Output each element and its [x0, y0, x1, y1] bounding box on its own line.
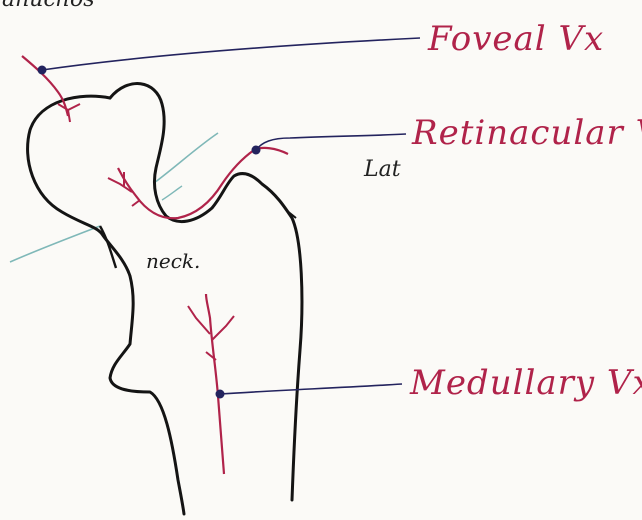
- medullary-branch-right-icon: [212, 316, 234, 340]
- foveal-dot-icon: [38, 66, 47, 75]
- medullary-branch-left-icon: [188, 306, 210, 334]
- medullary-label: Medullary Vx: [409, 363, 642, 403]
- femur-head-right-outline-icon: [110, 84, 302, 500]
- retinacular-label: Retinacular Vx: [411, 113, 642, 153]
- medullary-leader-line: [220, 384, 402, 394]
- neck-label: neck.: [146, 249, 200, 273]
- retinacular-leader-line: [256, 134, 406, 150]
- medullary-dot-icon: [216, 390, 225, 399]
- medullary-vessel-icon: [206, 294, 224, 474]
- foveal-branch-tip-icon: [68, 110, 70, 122]
- retinacular-branch-c-icon: [132, 200, 140, 206]
- capsule-line-small-icon: [162, 186, 182, 200]
- foveal-branch-icon: [58, 104, 80, 110]
- foveal-leader-line: [42, 38, 420, 70]
- lat-label: Lat: [363, 157, 401, 182]
- femur-outline-icon: [28, 96, 184, 514]
- capsule-line-lower-icon: [10, 226, 100, 262]
- retinacular-dot-icon: [252, 146, 261, 155]
- foveal-label: Foveal Vx: [427, 19, 604, 59]
- top-left-fragment-text: anuchos: [2, 0, 94, 12]
